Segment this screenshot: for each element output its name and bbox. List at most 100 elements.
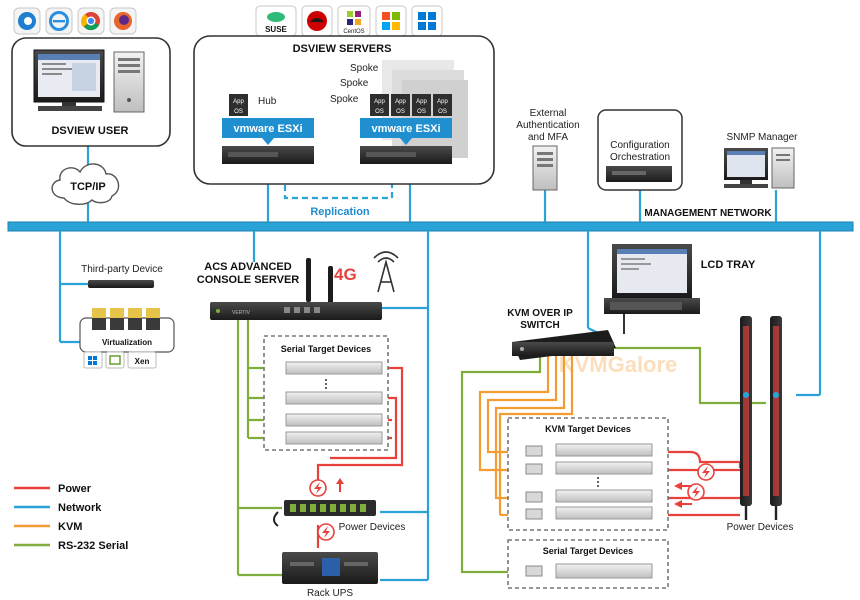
edge-icon bbox=[13, 7, 41, 35]
svg-text:OS: OS bbox=[417, 109, 426, 115]
svg-text:OS: OS bbox=[234, 109, 243, 115]
legend-power-label: Power bbox=[58, 483, 92, 495]
spoke-label-3: Spoke bbox=[330, 94, 359, 105]
svg-text:Orchestration: Orchestration bbox=[610, 152, 670, 163]
hub-label: Hub bbox=[258, 96, 277, 107]
chrome-icon bbox=[77, 7, 105, 35]
legend-serial-label: RS-232 Serial bbox=[58, 540, 128, 552]
browser-icons bbox=[13, 7, 137, 35]
windows-xp-logo-icon bbox=[375, 5, 407, 37]
tcpip-label: TCP/IP bbox=[70, 181, 105, 193]
svg-text:OS: OS bbox=[396, 109, 405, 115]
svg-text:App: App bbox=[416, 99, 427, 105]
serial-targets-left-title: Serial Target Devices bbox=[281, 344, 371, 354]
workstation-tower-icon bbox=[113, 51, 145, 113]
svg-text:ACS ADVANCED: ACS ADVANCED bbox=[204, 261, 291, 273]
snmp-workstation-icon bbox=[724, 147, 795, 189]
pdu-device-left bbox=[273, 500, 376, 527]
third-party-device-label: Third-party Device bbox=[81, 264, 163, 275]
svg-text:App: App bbox=[374, 99, 385, 105]
tcpip-cloud-icon bbox=[51, 163, 120, 205]
svg-text:OS: OS bbox=[438, 109, 447, 115]
virtualization-vm-stacks bbox=[92, 308, 160, 330]
spoke-label-1: Spoke bbox=[350, 63, 379, 74]
rack-ups-label: Rack UPS bbox=[307, 588, 353, 599]
svg-text:VERTIV: VERTIV bbox=[232, 310, 251, 316]
power-devices-right-label: Power Devices bbox=[727, 522, 794, 533]
svg-text:CentOS: CentOS bbox=[343, 29, 364, 35]
virtualization-label: Virtualization bbox=[102, 338, 152, 347]
management-network-label: MANAGEMENT NETWORK bbox=[644, 208, 772, 219]
hub-esxi-label: vmware ESXi bbox=[233, 123, 302, 135]
kvm-wires bbox=[478, 356, 574, 517]
acs-console-server-device: VERTIV bbox=[210, 302, 382, 320]
rack-ups-device bbox=[282, 552, 378, 584]
kvm-switch-label: KVM OVER IP SWITCH bbox=[507, 308, 573, 331]
serial-target-servers-left bbox=[285, 361, 383, 445]
workstation-monitor-icon bbox=[33, 49, 105, 111]
acs-label: ACS ADVANCED CONSOLE SERVER bbox=[197, 261, 300, 286]
third-party-device-icon bbox=[88, 280, 154, 288]
internet-explorer-icon bbox=[45, 7, 73, 35]
svg-text:App: App bbox=[395, 99, 406, 105]
virtualization-platform-logos: Xen bbox=[83, 351, 157, 369]
spoke-esxi-server: vmware ESXi bbox=[360, 118, 452, 164]
svg-text:App: App bbox=[437, 99, 448, 105]
legend: Power Network KVM RS-232 Serial bbox=[14, 483, 128, 552]
power-arrows-right bbox=[674, 482, 692, 508]
firefox-icon bbox=[109, 7, 137, 35]
spoke-label-2: Spoke bbox=[340, 78, 369, 89]
server-os-logos: SUSE CentOS bbox=[255, 5, 443, 37]
pdu-power-cords bbox=[744, 506, 778, 520]
svg-text:and MFA: and MFA bbox=[528, 132, 568, 143]
power-flash-icon-left-1 bbox=[309, 479, 327, 497]
svg-text:CONSOLE SERVER: CONSOLE SERVER bbox=[197, 274, 300, 286]
serial-targets-right-title: Serial Target Devices bbox=[543, 546, 633, 556]
svg-text:External: External bbox=[530, 108, 567, 119]
centos-logo-icon: CentOS bbox=[337, 5, 371, 37]
power-flash-icon-right-2 bbox=[687, 483, 705, 501]
suse-logo-icon: SUSE bbox=[255, 5, 297, 37]
management-network-bus bbox=[7, 221, 854, 232]
xen-server-icon bbox=[127, 351, 157, 369]
power-flash-icon-right-1 bbox=[697, 463, 715, 481]
windows-logo-icon bbox=[411, 5, 443, 37]
dsview-servers-title: DSVIEW SERVERS bbox=[293, 43, 392, 55]
lcd-tray-label: LCD TRAY bbox=[701, 259, 756, 271]
svg-text:App: App bbox=[233, 99, 244, 105]
auth-server-tower-icon bbox=[532, 145, 558, 191]
legend-kvm-label: KVM bbox=[58, 521, 82, 533]
svg-text:SUSE: SUSE bbox=[265, 25, 287, 34]
power-flash-icon-left-2 bbox=[317, 523, 335, 541]
config-orchestration-label: Configuration Orchestration bbox=[610, 140, 670, 163]
cell-tower-icon bbox=[373, 251, 399, 293]
snmp-manager-label: SNMP Manager bbox=[727, 132, 799, 143]
svg-text:Xen: Xen bbox=[135, 357, 150, 366]
power-arrow-left bbox=[336, 478, 344, 492]
vertical-pdu-left bbox=[740, 316, 752, 506]
spoke-app-os-stacks: App OS App OS App OS App OS bbox=[370, 94, 452, 116]
hub-esxi-server: vmware ESXi bbox=[222, 118, 314, 164]
spoke-esxi-label: vmware ESXi bbox=[371, 123, 440, 135]
kvm-target-servers bbox=[525, 443, 653, 520]
svg-text:SWITCH: SWITCH bbox=[520, 320, 559, 331]
kvm-over-ip-switch-device bbox=[512, 330, 616, 360]
svg-text:Configuration: Configuration bbox=[610, 140, 669, 151]
svg-text:Authentication: Authentication bbox=[516, 120, 579, 131]
redhat-logo-icon bbox=[301, 5, 333, 37]
vertical-pdu-right bbox=[770, 316, 782, 506]
4g-badge: 4G bbox=[334, 265, 357, 284]
kvm-targets-title: KVM Target Devices bbox=[545, 424, 631, 434]
external-auth-label: External Authentication and MFA bbox=[516, 108, 579, 143]
acs-antenna-icons bbox=[306, 258, 333, 304]
orchestration-server-icon bbox=[606, 166, 672, 182]
vmware-icon bbox=[105, 351, 125, 369]
power-devices-left-label: Power Devices bbox=[339, 522, 406, 533]
legend-network-label: Network bbox=[58, 502, 102, 514]
svg-text:OS: OS bbox=[375, 109, 384, 115]
hub-app-os-stack: App OS bbox=[229, 94, 248, 116]
serial-target-server-right bbox=[525, 563, 653, 579]
dsview-user-title: DSVIEW USER bbox=[51, 125, 128, 137]
